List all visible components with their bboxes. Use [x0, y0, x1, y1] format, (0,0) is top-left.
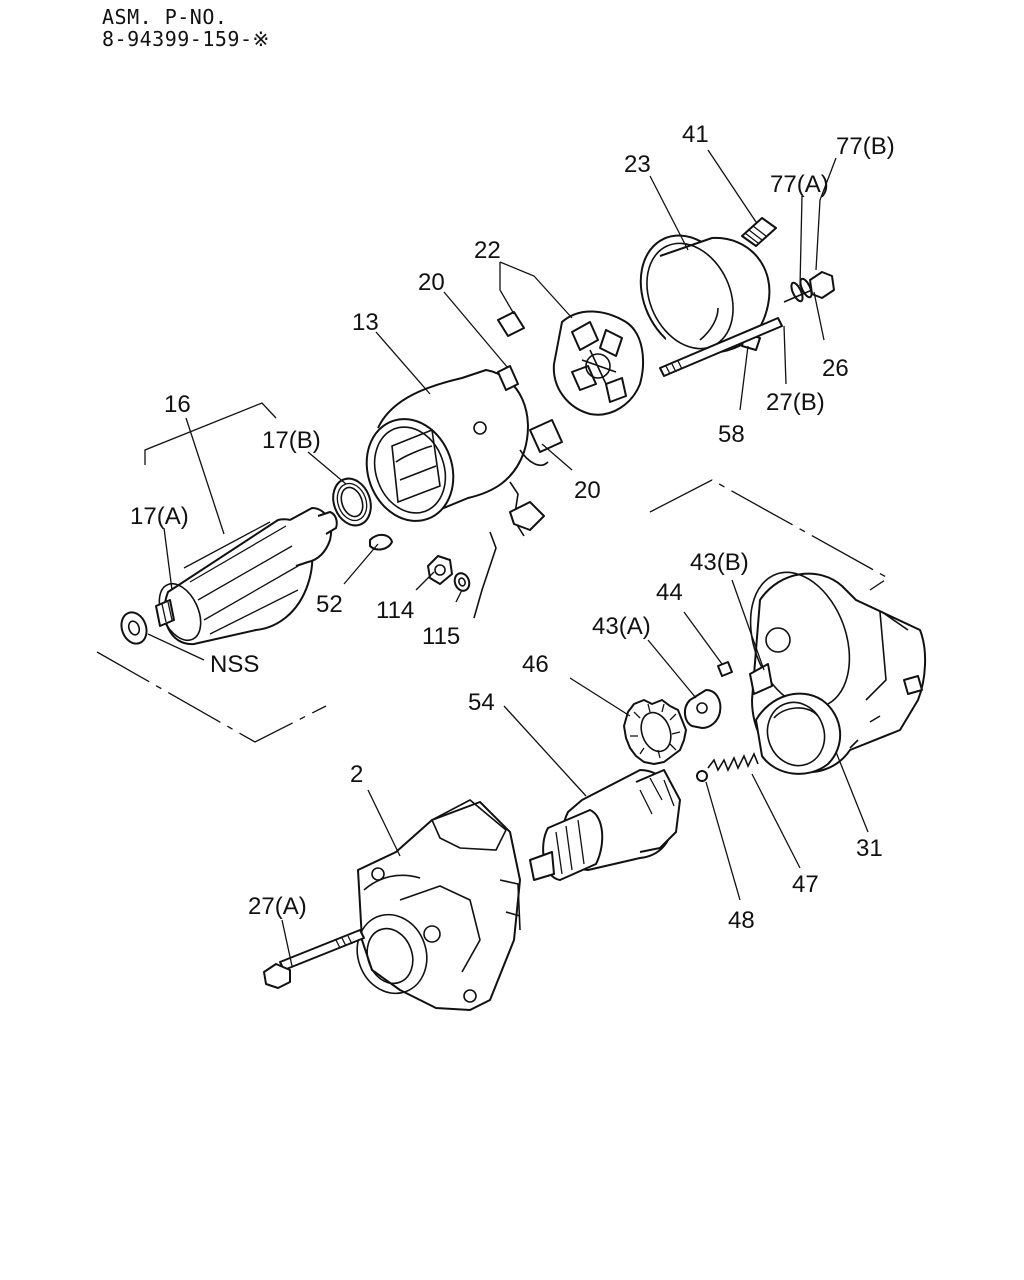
label-48: 48	[728, 907, 755, 934]
part-52-clip	[369, 534, 393, 551]
label-17a: 17(A)	[130, 503, 189, 530]
label-22: 22	[474, 237, 501, 264]
group-bracket-armature	[96, 402, 327, 743]
part-44-pin	[717, 661, 733, 677]
label-26: 26	[822, 355, 849, 382]
label-77a: 77(A)	[770, 171, 829, 198]
part-nss-washer	[120, 611, 148, 645]
part-43a-bushing	[684, 689, 722, 729]
part-13-yoke	[365, 365, 563, 619]
label-2: 2	[350, 761, 363, 788]
label-77b: 77(B)	[836, 133, 895, 160]
label-52: 52	[316, 591, 343, 618]
label-43b: 43(B)	[690, 549, 749, 576]
label-43a: 43(A)	[592, 613, 651, 640]
part-58-through-bolt	[659, 317, 783, 377]
label-47: 47	[792, 871, 819, 898]
label-58: 58	[718, 421, 745, 448]
part-46-gear	[623, 699, 687, 765]
callout-labels: 41 77(B) 23 77(A) 22 20 13 26 27(B) 58 1…	[130, 121, 895, 934]
label-54: 54	[468, 689, 495, 716]
assembly-part-number-label: ASM. P-NO.	[102, 5, 228, 29]
label-27b: 27(B)	[766, 389, 825, 416]
label-20-upper: 20	[418, 269, 445, 296]
assembly-part-number-value: 8-94399-159-※	[102, 27, 270, 51]
part-2-front-housing	[356, 799, 521, 1011]
label-46: 46	[522, 651, 549, 678]
part-77-washers-and-nut	[783, 271, 835, 303]
label-nss: NSS	[210, 651, 259, 678]
label-20-lower: 20	[574, 477, 601, 504]
label-23: 23	[624, 151, 651, 178]
label-114: 114	[376, 597, 414, 624]
label-31: 31	[856, 835, 883, 862]
label-13: 13	[352, 309, 379, 336]
part-16-armature	[155, 507, 338, 646]
part-31-housing	[749, 571, 927, 775]
assembly-part-number: ASM. P-NO. 8-94399-159-※	[102, 6, 270, 50]
part-47-spring	[707, 752, 759, 772]
group-bracket-rear-housing	[649, 479, 890, 591]
part-48-ball	[696, 770, 708, 782]
part-41-bolt	[741, 217, 777, 247]
part-114-nut	[427, 555, 453, 585]
leader-lines	[147, 149, 869, 967]
part-17b-bearing	[332, 477, 372, 527]
part-27a-through-bolt	[263, 929, 365, 989]
label-115: 115	[422, 623, 460, 650]
part-22-brush-holder	[497, 310, 645, 416]
part-23-end-cover	[639, 234, 771, 369]
label-44: 44	[656, 579, 683, 606]
label-27a: 27(A)	[248, 893, 307, 920]
label-17b: 17(B)	[262, 427, 321, 454]
part-54-pinion-clutch	[529, 769, 681, 881]
label-41: 41	[682, 121, 709, 148]
part-115-washer	[453, 572, 471, 592]
label-16: 16	[164, 391, 191, 418]
